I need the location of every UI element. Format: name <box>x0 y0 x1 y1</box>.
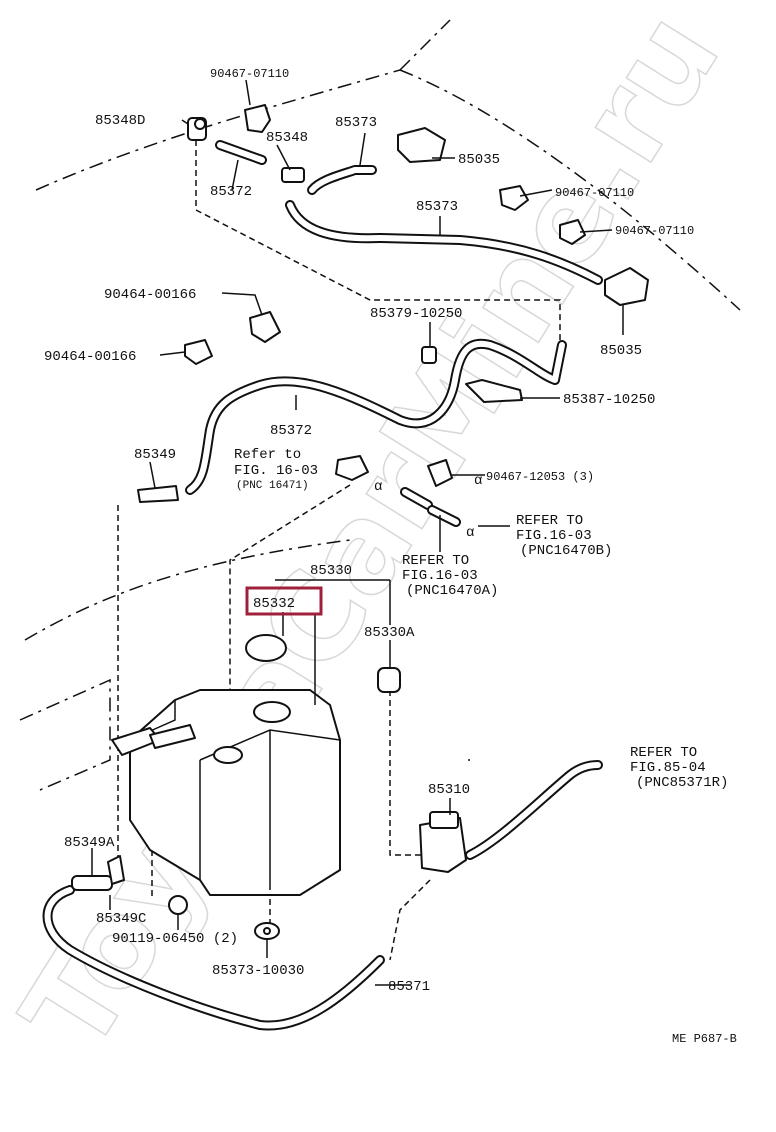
label-85348d: 85348D <box>95 113 145 129</box>
hoses <box>42 140 603 1031</box>
label-85035-top: 85035 <box>458 152 500 168</box>
label-85330a: 85330A <box>364 625 415 641</box>
svg-text:α: α <box>474 473 482 489</box>
label-90119-06450: 90119-06450 (2) <box>112 931 238 947</box>
label-85035-right: 85035 <box>600 343 642 359</box>
label-85387-10250: 85387-10250 <box>563 392 655 408</box>
refer-8504-line1: REFER TO <box>630 745 697 761</box>
label-85348: 85348 <box>266 130 308 146</box>
label-85373-10030: 85373-10030 <box>212 963 304 979</box>
refer-1603b-line1: REFER TO <box>516 513 583 529</box>
label-90467-07110-b: 90467-07110 <box>555 186 634 200</box>
washer-reservoir-tank <box>111 689 341 896</box>
label-85372-top: 85372 <box>210 184 252 200</box>
label-90467-12053: 90467-12053 (3) <box>486 470 594 484</box>
label-85371: 85371 <box>388 979 430 995</box>
svg-text:α: α <box>466 525 474 541</box>
footer-code: ME P687-B <box>672 1032 737 1046</box>
highlight-box-85332 <box>245 586 323 616</box>
label-90464-00166-a: 90464-00166 <box>104 287 196 303</box>
label-85330: 85330 <box>310 563 352 579</box>
label-85332: 85332 <box>253 596 295 612</box>
body-outlines <box>19 19 741 791</box>
label-85373-mid: 85373 <box>416 199 458 215</box>
refer-1603b-line2: FIG.16-03 <box>516 528 592 544</box>
label-90467-07110-a: 90467-07110 <box>210 67 289 81</box>
label-85373-top: 85373 <box>335 115 377 131</box>
label-90467-07110-c: 90467-07110 <box>615 224 694 238</box>
label-85310: 85310 <box>428 782 470 798</box>
label-90464-00166-b: 90464-00166 <box>44 349 136 365</box>
leader-lines: α α α <box>91 79 624 986</box>
refer-1603b-line3: (PNC16470B) <box>520 543 612 559</box>
label-85372-mid: 85372 <box>270 423 312 439</box>
refer-8504-line2: FIG.85-04 <box>630 760 706 776</box>
refer-8504-line3: (PNC85371R) <box>636 775 728 791</box>
refer-1603a-line1: REFER TO <box>402 553 469 569</box>
refer-1603a-line3: (PNC16470A) <box>406 583 498 599</box>
label-85379-10250: 85379-10250 <box>370 306 462 322</box>
label-85349a: 85349A <box>64 835 115 851</box>
label-85349c: 85349C <box>96 911 146 927</box>
refer-1603-line3: (PNC 16471) <box>236 480 309 492</box>
refer-1603a-line2: FIG.16-03 <box>402 568 478 584</box>
svg-text:α: α <box>374 479 382 495</box>
part-labels: 90467-07110 85348D 85348 85373 85035 904… <box>44 67 737 1046</box>
small-parts <box>71 104 649 940</box>
refer-1603-line1: Refer to <box>234 447 301 463</box>
refer-1603-line2: FIG. 16-03 <box>234 463 318 479</box>
label-85349: 85349 <box>134 447 176 463</box>
